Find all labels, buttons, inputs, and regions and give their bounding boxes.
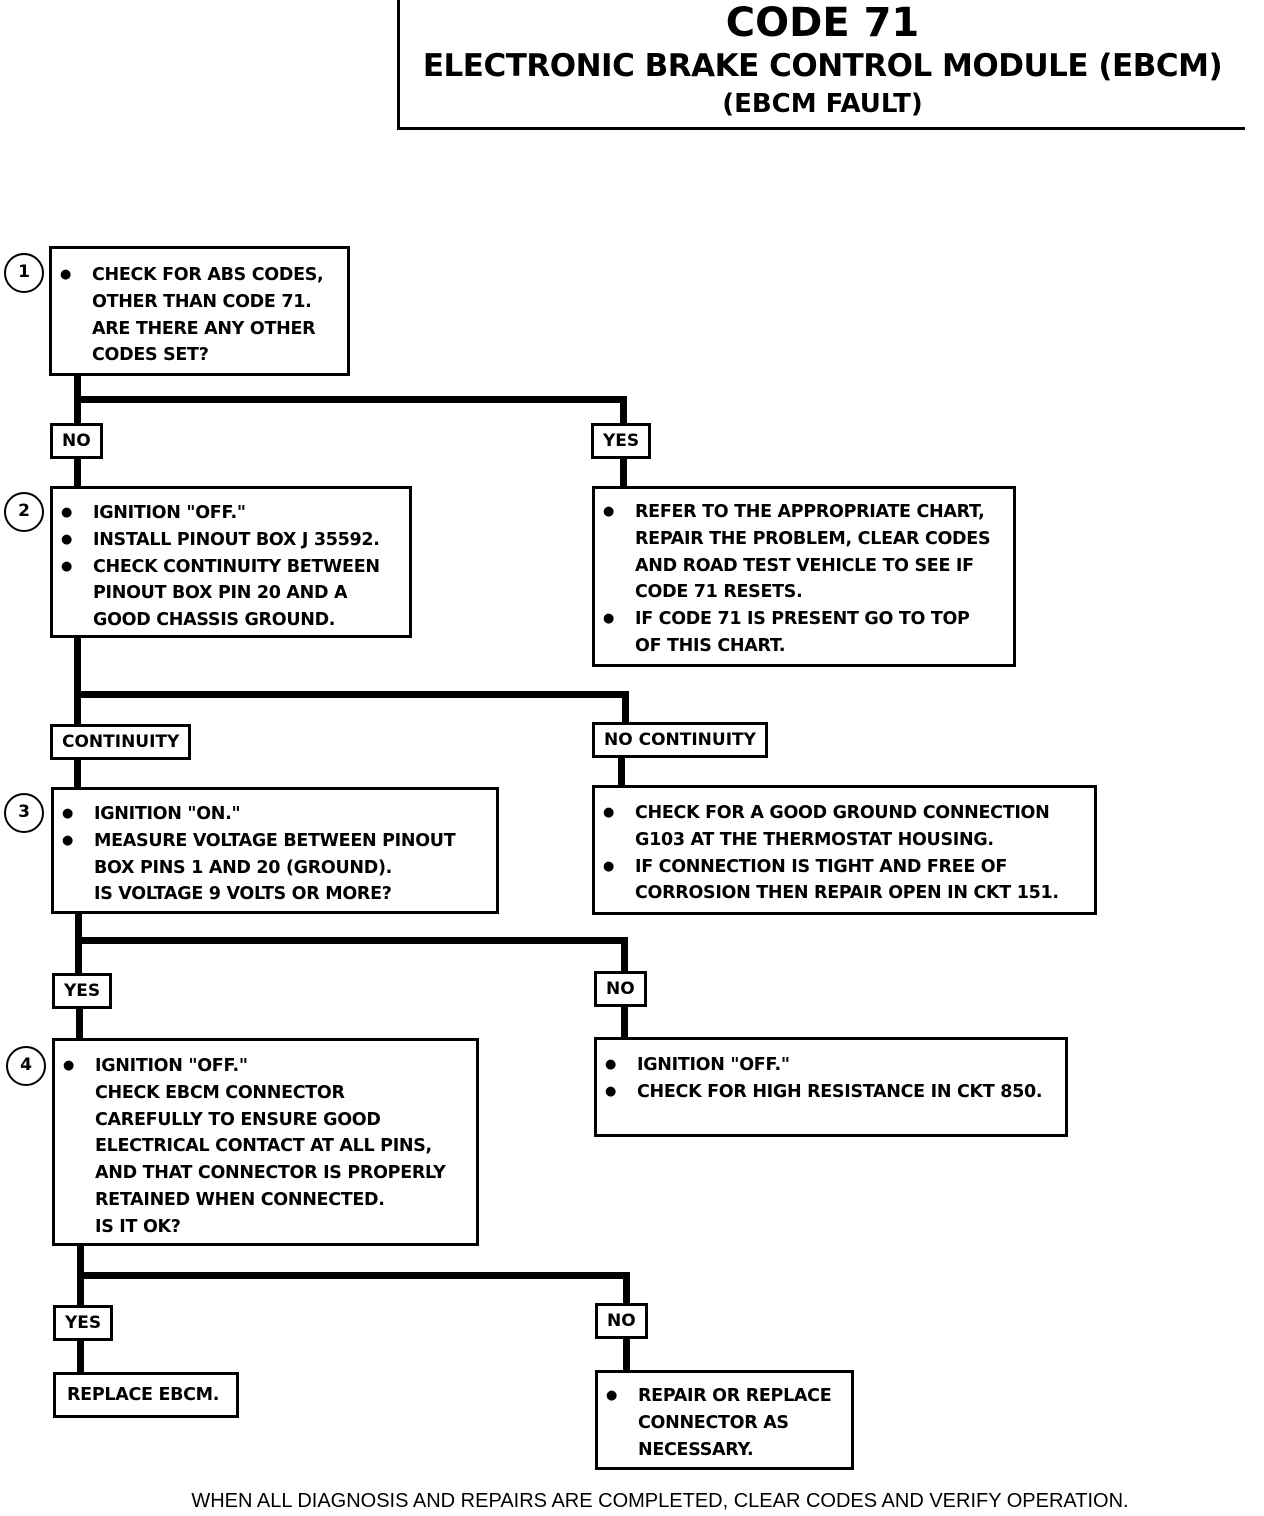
branch-label-no: NO — [50, 423, 103, 459]
connector-line — [618, 757, 625, 787]
step-1-line: CHECK FOR ABS CODES, — [92, 265, 324, 285]
step-1-line: CODES SET? — [92, 345, 209, 366]
step-3-line: IGNITION "ON." — [94, 804, 241, 824]
step-4-line: ELECTRICAL CONTACT AT ALL PINS, — [95, 1136, 432, 1157]
step-4-item: IGNITION "OFF." CHECK EBCM CONNECTOR CAR… — [55, 1053, 476, 1241]
connector-line — [74, 636, 81, 725]
result-line: IGNITION "OFF." — [637, 1055, 790, 1075]
branch-label-yes: YES — [52, 973, 113, 1009]
branch-label-yes: YES — [53, 1305, 114, 1341]
connector-line — [622, 691, 629, 723]
step-4-line: CHECK EBCM CONNECTOR — [95, 1082, 345, 1103]
result-refer-chart-box: REFER TO THE APPROPRIATE CHART, REPAIR T… — [592, 486, 1016, 667]
branch-label-no-continuity: NO CONTINUITY — [592, 722, 768, 758]
result-line: CODE 71 RESETS. — [635, 582, 803, 603]
result-line: CHECK FOR HIGH RESISTANCE IN CKT 850. — [637, 1081, 1043, 1102]
connector-line — [621, 937, 628, 972]
result-item: CHECK FOR HIGH RESISTANCE IN CKT 850. — [597, 1079, 1065, 1106]
step-1-box: CHECK FOR ABS CODES, OTHER THAN CODE 71.… — [49, 246, 350, 376]
step-4-line: RETAINED WHEN CONNECTED. — [95, 1189, 385, 1210]
connector-line — [74, 396, 627, 403]
step-4-line: CAREFULLY TO ENSURE GOOD — [95, 1109, 381, 1130]
result-line: REFER TO THE APPROPRIATE CHART, — [635, 502, 985, 522]
step-1-line: OTHER THAN CODE 71. — [92, 291, 312, 312]
step-4-line: IGNITION "OFF." — [95, 1056, 248, 1076]
result-ground-check-box: CHECK FOR A GOOD GROUND CONNECTION G103 … — [592, 785, 1097, 915]
step-2-line: CHECK CONTINUITY BETWEEN — [93, 556, 380, 577]
result-replace-ebcm-box: REPLACE EBCM. — [53, 1372, 239, 1418]
result-line: IF CONNECTION IS TIGHT AND FREE OF — [635, 856, 1007, 877]
step-1-number: 1 — [4, 253, 44, 293]
branch-label-no: NO — [595, 1303, 648, 1339]
chart-main-title: ELECTRONIC BRAKE CONTROL MODULE (EBCM) — [422, 48, 1223, 84]
connector-line — [74, 458, 81, 488]
result-item: CHECK FOR A GOOD GROUND CONNECTION G103 … — [595, 800, 1094, 854]
chart-code-title: CODE 71 — [725, 0, 920, 46]
branch-label-yes: YES — [591, 423, 652, 459]
step-2-number: 2 — [4, 492, 44, 532]
result-line: NECESSARY. — [638, 1439, 754, 1460]
step-1-item: CHECK FOR ABS CODES, OTHER THAN CODE 71.… — [52, 262, 347, 369]
step-1-line: ARE THERE ANY OTHER — [92, 318, 316, 339]
connector-line — [623, 1272, 630, 1306]
result-line: G103 AT THE THERMOSTAT HOUSING. — [635, 829, 994, 850]
result-line: REPAIR THE PROBLEM, CLEAR CODES — [635, 528, 991, 549]
step-3-box: IGNITION "ON." MEASURE VOLTAGE BETWEEN P… — [51, 787, 499, 914]
connector-line — [76, 1008, 83, 1042]
step-4-number: 4 — [6, 1046, 46, 1086]
result-item: REFER TO THE APPROPRIATE CHART, REPAIR T… — [595, 499, 1013, 606]
step-3-line: MEASURE VOLTAGE BETWEEN PINOUT — [94, 830, 456, 851]
step-2-item: INSTALL PINOUT BOX J 35592. — [53, 527, 409, 554]
branch-label-no: NO — [594, 971, 647, 1007]
step-3-number: 3 — [4, 793, 44, 833]
step-3-item: IGNITION "ON." — [54, 801, 496, 828]
result-item: IF CODE 71 IS PRESENT GO TO TOP OF THIS … — [595, 606, 1013, 660]
connector-line — [74, 691, 629, 698]
step-2-line: INSTALL PINOUT BOX J 35592. — [93, 529, 380, 550]
footer-instruction: WHEN ALL DIAGNOSIS AND REPAIRS ARE COMPL… — [191, 1490, 1129, 1512]
step-3-line: IS VOLTAGE 9 VOLTS OR MORE? — [94, 884, 392, 905]
step-2-line: PINOUT BOX PIN 20 AND A — [93, 583, 348, 604]
result-line: AND ROAD TEST VEHICLE TO SEE IF — [635, 555, 974, 576]
branch-label-continuity: CONTINUITY — [50, 724, 192, 760]
step-2-item: CHECK CONTINUITY BETWEEN PINOUT BOX PIN … — [53, 554, 409, 634]
result-line: IF CODE 71 IS PRESENT GO TO TOP — [635, 609, 970, 630]
connector-line — [74, 759, 81, 790]
step-4-line: AND THAT CONNECTOR IS PROPERLY — [95, 1163, 446, 1184]
connector-line — [623, 1338, 630, 1373]
step-2-line: IGNITION "OFF." — [93, 503, 246, 523]
connector-line — [75, 937, 628, 944]
connector-line — [77, 1272, 630, 1279]
connector-line — [620, 396, 627, 424]
result-item: REPAIR OR REPLACE CONNECTOR AS NECESSARY… — [598, 1383, 851, 1463]
result-line: REPAIR OR REPLACE — [638, 1386, 832, 1406]
result-repair-connector-box: REPAIR OR REPLACE CONNECTOR AS NECESSARY… — [595, 1370, 854, 1470]
connector-line — [620, 458, 627, 488]
result-line: REPLACE EBCM. — [67, 1385, 220, 1405]
step-3-item: MEASURE VOLTAGE BETWEEN PINOUT BOX PINS … — [54, 828, 496, 908]
step-4-line: IS IT OK? — [95, 1216, 181, 1237]
result-item: IF CONNECTION IS TIGHT AND FREE OF CORRO… — [595, 854, 1094, 908]
result-line: CONNECTOR AS — [638, 1412, 789, 1433]
result-line: CORROSION THEN REPAIR OPEN IN CKT 151. — [635, 883, 1059, 904]
result-line: CHECK FOR A GOOD GROUND CONNECTION — [635, 803, 1050, 823]
step-2-item: IGNITION "OFF." — [53, 500, 409, 527]
title-block: CODE 71 ELECTRONIC BRAKE CONTROL MODULE … — [397, 0, 1245, 130]
result-resistance-check-box: IGNITION "OFF." CHECK FOR HIGH RESISTANC… — [594, 1037, 1068, 1137]
step-3-line: BOX PINS 1 AND 20 (GROUND). — [94, 857, 393, 878]
step-2-line: GOOD CHASSIS GROUND. — [93, 610, 336, 631]
connector-line — [77, 1340, 84, 1375]
result-item: IGNITION "OFF." — [597, 1052, 1065, 1079]
step-4-box: IGNITION "OFF." CHECK EBCM CONNECTOR CAR… — [52, 1038, 479, 1246]
step-2-box: IGNITION "OFF." INSTALL PINOUT BOX J 355… — [50, 486, 412, 638]
connector-line — [621, 1006, 628, 1040]
chart-subtitle: (EBCM FAULT) — [722, 89, 923, 119]
result-line: OF THIS CHART. — [635, 635, 786, 656]
